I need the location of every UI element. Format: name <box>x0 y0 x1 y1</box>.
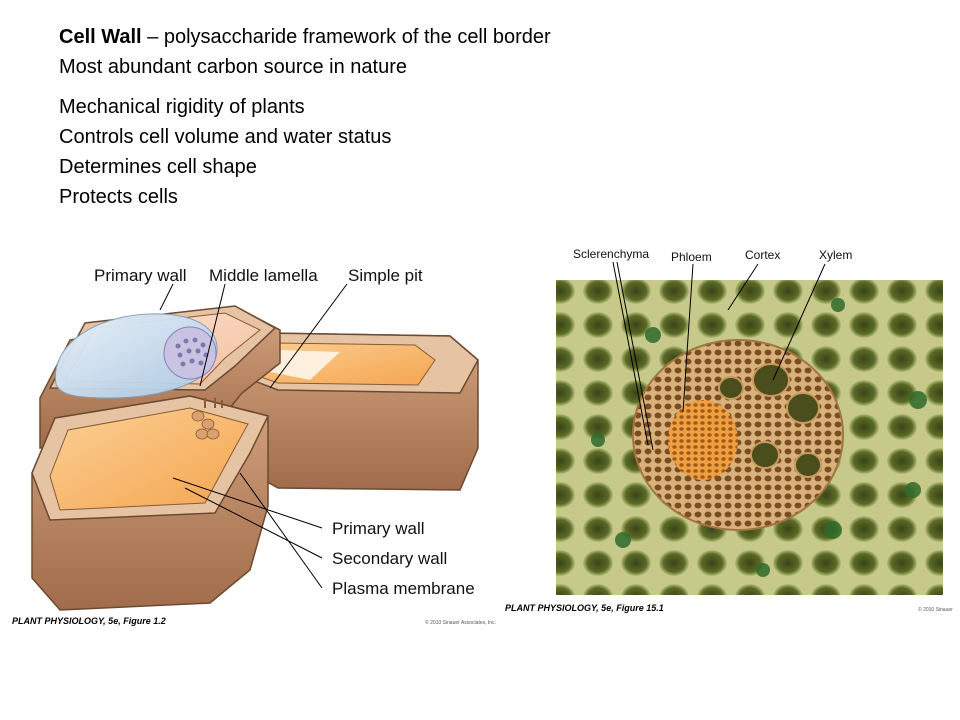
label-sclerenchyma: Sclerenchyma <box>573 247 649 261</box>
label-phloem: Phloem <box>671 250 712 264</box>
leader-lines-right <box>612 261 826 451</box>
cell-bottom-front <box>31 395 270 611</box>
label-primary-wall-top: Primary wall <box>94 266 187 285</box>
function-item: Determines cell shape <box>59 156 257 178</box>
sem-image: Sclerenchyma Phloem Cortex Xylem <box>556 247 943 595</box>
cell-wall-illustration: Primary wall Middle lamella Simple pit P… <box>31 266 479 611</box>
cell-wall-term: Cell Wall <box>59 26 142 48</box>
cell-wall-diagram: Primary wall Middle lamella Simple pit P… <box>10 248 500 630</box>
function-item: Controls cell volume and water status <box>59 126 392 148</box>
label-secondary-wall: Secondary wall <box>332 549 447 568</box>
carbon-source-line: Most abundant carbon source in nature <box>59 56 407 78</box>
figure-right-caption: PLANT PHYSIOLOGY, 5e, Figure 15.1 <box>505 603 664 613</box>
label-simple-pit: Simple pit <box>348 266 423 285</box>
label-middle-lamella: Middle lamella <box>209 266 318 285</box>
cell-wall-definition-text: – polysaccharide framework of the cell b… <box>141 26 551 48</box>
vascular-bundle <box>632 339 844 531</box>
label-plasma-membrane: Plasma membrane <box>332 579 475 598</box>
label-cortex: Cortex <box>745 248 780 262</box>
label-primary-wall-right: Primary wall <box>332 519 425 538</box>
intro-text: Cell Wall – polysaccharide framework of … <box>59 22 551 82</box>
xylem-vessels <box>718 363 822 478</box>
figure-right-copyright: © 2010 Sinauer <box>918 607 953 613</box>
figure-left-caption: PLANT PHYSIOLOGY, 5e, Figure 1.2 <box>12 616 166 626</box>
function-item: Protects cells <box>59 186 178 208</box>
leader-lines <box>159 283 348 589</box>
phloem-region <box>668 400 738 480</box>
functions-list: Mechanical rigidity of plants Controls c… <box>59 92 391 212</box>
label-xylem: Xylem <box>819 248 852 262</box>
cell-wall-definition: Cell Wall – polysaccharide framework of … <box>59 22 551 52</box>
stem-micrograph: Sclerenchyma Phloem Cortex Xylem <box>503 240 953 615</box>
figure-left-copyright: © 2010 Sinauer Associates, Inc. <box>425 620 496 626</box>
function-item: Mechanical rigidity of plants <box>59 96 305 118</box>
